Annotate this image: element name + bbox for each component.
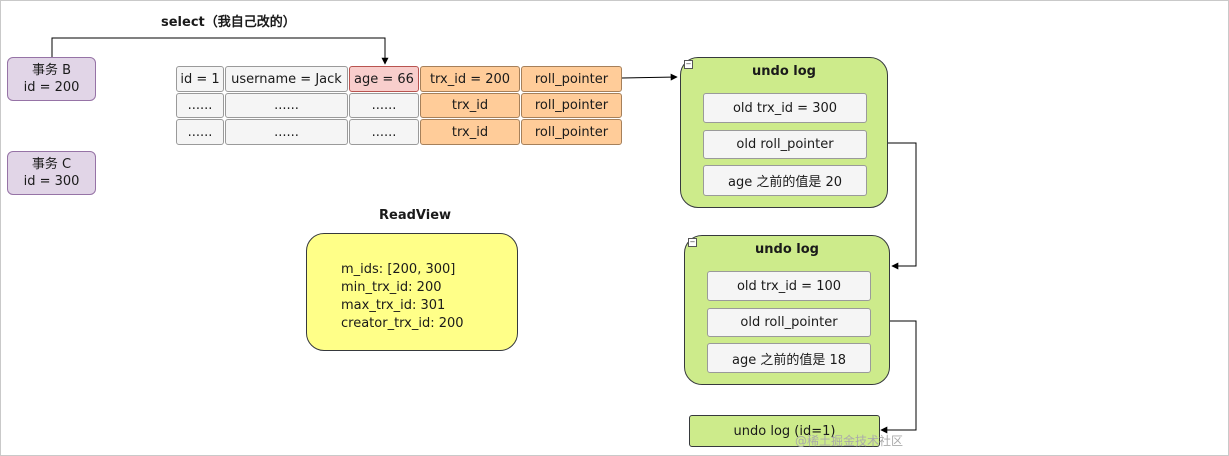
cell-trx-id: trx_id xyxy=(420,93,520,118)
cell-id: id = 1 xyxy=(176,66,224,92)
undo-prev-value: age 之前的值是 20 xyxy=(703,165,867,196)
cell-roll-pointer: roll_pointer xyxy=(521,119,622,145)
undo-log-2: − undo log old trx_id = 100 old roll_poi… xyxy=(684,235,890,385)
readview-min-trx-id: min_trx_id: 200 xyxy=(341,280,442,295)
cell-username: ...... xyxy=(225,119,348,145)
select-label: select（我自己改的） xyxy=(161,15,296,30)
undo-old-roll-pointer: old roll_pointer xyxy=(707,308,871,337)
transaction-c: 事务 C id = 300 xyxy=(7,151,96,195)
readview-title: ReadView xyxy=(379,208,452,223)
cell-username: ...... xyxy=(225,93,348,118)
undo-old-trx-id: old trx_id = 100 xyxy=(707,271,871,301)
undo-chain-arrow-1 xyxy=(866,142,917,270)
transaction-c-id: id = 300 xyxy=(23,174,80,189)
undo-chain-arrow-2 xyxy=(868,320,917,434)
transaction-b-name: 事务 B xyxy=(31,63,72,78)
undo-log-final: undo log (id=1) xyxy=(689,415,880,447)
undo-log-title: undo log xyxy=(752,64,816,79)
cell-age: ...... xyxy=(349,119,419,145)
transaction-b: 事务 B id = 200 xyxy=(7,57,96,101)
transaction-c-name: 事务 C xyxy=(31,157,72,172)
collapse-icon[interactable]: − xyxy=(684,60,693,69)
cell-age: age = 66 xyxy=(349,66,419,92)
collapse-icon[interactable]: − xyxy=(688,238,697,247)
undo-old-trx-id: old trx_id = 300 xyxy=(703,93,867,123)
cell-id: ...... xyxy=(176,119,224,145)
readview-box: m_ids: [200, 300] min_trx_id: 200 max_tr… xyxy=(306,233,518,351)
roll-pointer-arrow xyxy=(621,73,678,81)
readview-creator-trx-id: creator_trx_id: 200 xyxy=(341,316,464,331)
watermark: @稀土掘金技术社区 xyxy=(795,434,904,448)
undo-log-1: − undo log old trx_id = 300 old roll_poi… xyxy=(680,57,888,208)
cell-roll-pointer: roll_pointer xyxy=(521,66,622,92)
undo-prev-value: age 之前的值是 18 xyxy=(707,343,871,373)
cell-roll-pointer: roll_pointer xyxy=(521,93,622,118)
cell-age: ...... xyxy=(349,93,419,118)
transaction-b-id: id = 200 xyxy=(23,80,80,95)
cell-id: ...... xyxy=(176,93,224,118)
cell-username: username = Jack xyxy=(225,66,348,92)
readview-max-trx-id: max_trx_id: 301 xyxy=(341,298,446,313)
cell-trx-id: trx_id = 200 xyxy=(420,66,520,92)
select-arrow xyxy=(51,37,389,65)
cell-trx-id: trx_id xyxy=(420,119,520,145)
readview-m-ids: m_ids: [200, 300] xyxy=(341,262,456,277)
undo-old-roll-pointer: old roll_pointer xyxy=(703,130,867,159)
undo-log-title: undo log xyxy=(755,242,819,257)
